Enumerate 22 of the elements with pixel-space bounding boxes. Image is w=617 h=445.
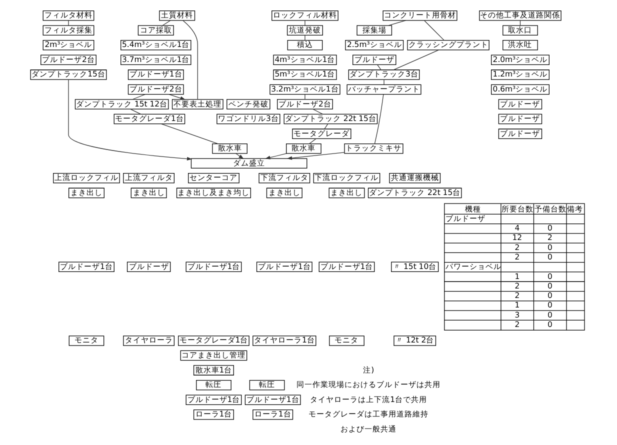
arrow [168,94,186,100]
connector [130,108,142,115]
arrow [236,153,244,160]
connector [162,20,171,26]
connector [424,20,444,41]
connector [132,94,146,100]
connector [388,20,406,26]
connector [324,124,328,130]
connector [68,20,69,26]
connector [161,124,218,144]
connector [308,138,316,144]
connector [312,108,323,115]
connector [374,94,384,144]
connector [377,64,382,70]
arrow [68,79,192,161]
arrow [286,152,344,160]
connector [304,34,306,41]
connector [304,94,306,100]
connector [304,20,306,26]
connector [393,50,439,70]
arrow [265,153,288,160]
connector [182,20,198,100]
